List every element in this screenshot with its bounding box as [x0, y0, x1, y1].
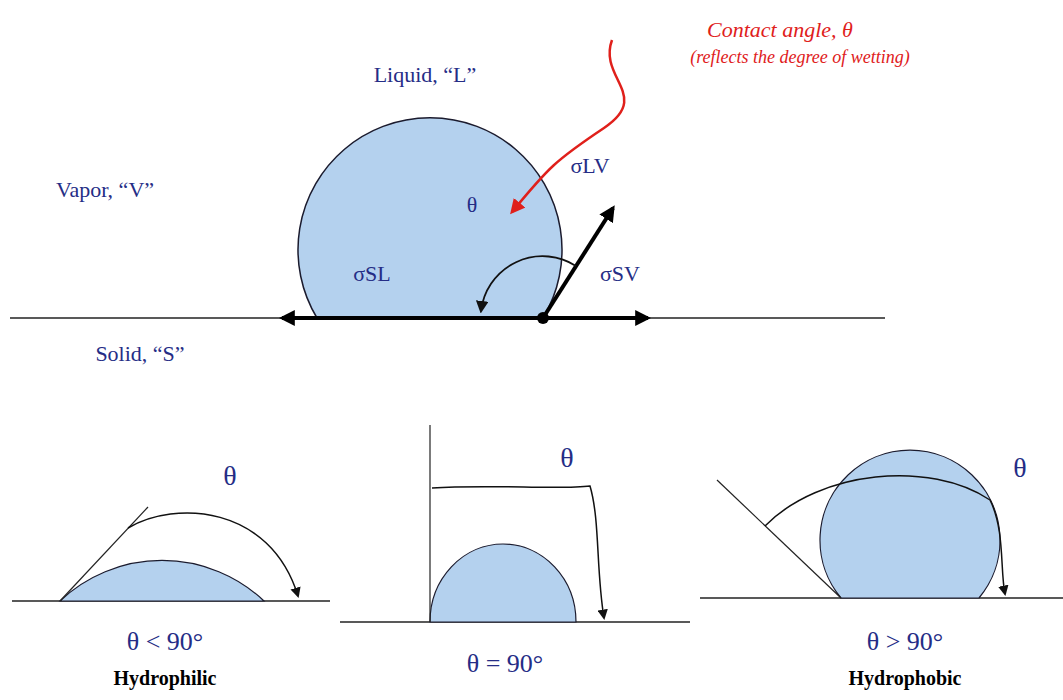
- liquid-drop: [298, 118, 562, 318]
- liquid-drop: [60, 560, 264, 601]
- angle-symbol: θ: [560, 442, 573, 474]
- tension-label: σSL: [353, 261, 391, 286]
- phase-label: Liquid, “L”: [374, 62, 477, 87]
- force-arrow: [282, 316, 543, 320]
- tangent-line: [429, 425, 430, 622]
- phase-label: Solid, “S”: [95, 341, 184, 366]
- solid-surface: [10, 317, 885, 319]
- wetting-class: Hydrophobic: [849, 667, 962, 690]
- liquid-drop: [430, 544, 576, 622]
- tangent-line: [60, 507, 148, 601]
- tangent-line: [717, 480, 841, 598]
- angle-arc: [432, 486, 604, 618]
- angle-symbol: θ: [1013, 452, 1026, 484]
- angle-condition: θ < 90°: [127, 627, 204, 657]
- angle-condition: θ > 90°: [867, 627, 944, 657]
- angle-symbol: θ: [467, 192, 478, 217]
- leader-line: [512, 40, 624, 212]
- callout-title: Contact angle, θ: [707, 17, 853, 42]
- force-arrow: [543, 316, 648, 320]
- contact-point: [537, 312, 549, 324]
- angle-arc: [481, 256, 576, 311]
- angle-arc: [128, 513, 298, 596]
- tension-label: σLV: [570, 153, 609, 178]
- liquid-drop: [820, 450, 1000, 598]
- angle-symbol: θ: [223, 460, 236, 492]
- phase-label: Vapor, “V”: [56, 177, 154, 202]
- callout-note: (reflects the degree of wetting): [690, 47, 910, 68]
- angle-arc: [765, 476, 1005, 594]
- tension-label: σSV: [600, 261, 640, 286]
- wetting-class: Hydrophilic: [114, 667, 217, 690]
- angle-condition: θ = 90°: [467, 649, 544, 679]
